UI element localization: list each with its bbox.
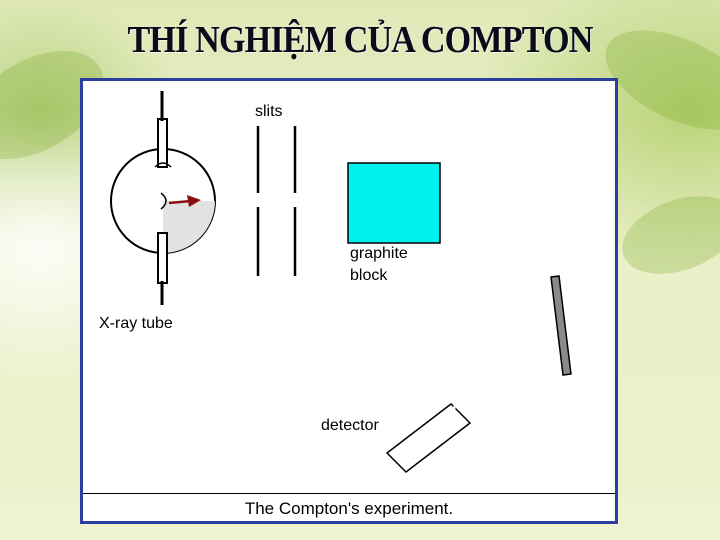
detector-opening [442,405,456,419]
slide-title: THÍ NGHIỆM CỦA COMPTON [127,19,593,61]
scatter-plate [550,275,572,376]
anode-rod-bottom [157,232,168,284]
caption-divider [83,493,615,494]
graphite-block-label-line2: block [350,267,388,284]
xray-tube-shading [163,201,215,253]
graphite-block [347,162,441,244]
diagram-canvas [110,91,572,473]
compton-diagram: slits graphite block X-ray tube detector… [80,78,618,524]
detector-label: detector [321,417,379,434]
cathode-rod-top [157,118,168,168]
detector-box [385,403,472,473]
xray-arrow-head [187,195,201,207]
graphite-block-label-line1: graphite [350,245,408,262]
xray-tube-label: X-ray tube [99,315,173,332]
decorative-leaf [611,181,720,289]
anode-target [160,192,167,210]
xray-beam-arrow [168,199,192,205]
cathode-cup-top [154,162,172,168]
diagram-caption: The Compton's experiment. [244,499,454,518]
slits-label: slits [255,103,283,120]
